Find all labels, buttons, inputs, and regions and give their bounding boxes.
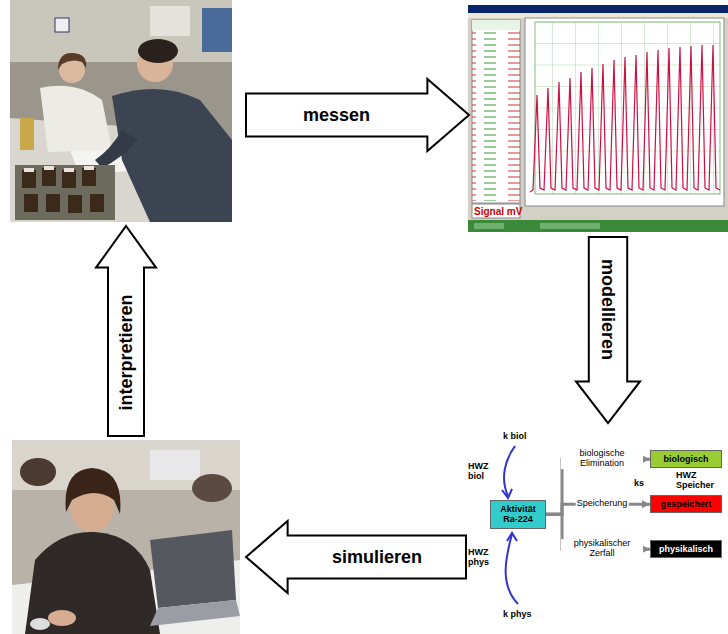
flow-label: biologische Elimination (561, 449, 643, 469)
step-label: simulieren (332, 547, 422, 568)
rate-constant: ks (634, 479, 644, 489)
half-life-label: HWZ biol (468, 462, 494, 482)
compartment-box: gespeichert (650, 495, 722, 513)
compartment-box: physikalisch (650, 540, 722, 558)
block-arrow: simulieren (245, 520, 467, 594)
block-arrow-shape (96, 226, 156, 436)
compartment-label: physikalisch (655, 544, 717, 554)
rate-constant: k phys (503, 610, 532, 620)
rate-constant: k biol (503, 432, 527, 442)
step-label: interpretieren (116, 294, 137, 410)
step-label: modellieren (598, 258, 619, 359)
lab-photo (10, 0, 232, 222)
block-arrow-shape (576, 237, 640, 423)
block-arrow: modellieren (575, 236, 641, 424)
compartment-label: biologisch (655, 454, 717, 464)
compartment-box: Aktivität Ra-224 (490, 500, 546, 529)
step-label: messen (303, 105, 370, 126)
signal-label: Signal mV (474, 206, 522, 217)
measurement-screenshot (468, 5, 728, 232)
block-arrow: messen (245, 78, 470, 152)
block-arrow-shape (246, 521, 466, 593)
half-life-label: HWZ Speicher (676, 471, 722, 491)
flow-label: Speicherung (576, 499, 629, 509)
compartment-box: biologisch (650, 450, 722, 468)
block-arrow: interpretieren (95, 225, 157, 437)
compartment-label: Aktivität Ra-224 (495, 504, 541, 525)
half-life-label: HWZ phys (468, 548, 494, 568)
block-arrow-shape (246, 79, 469, 151)
flow-label: physikalischer Zerfall (561, 539, 643, 559)
simulation-photo (12, 440, 240, 634)
compartment-label: gespeichert (655, 499, 717, 509)
